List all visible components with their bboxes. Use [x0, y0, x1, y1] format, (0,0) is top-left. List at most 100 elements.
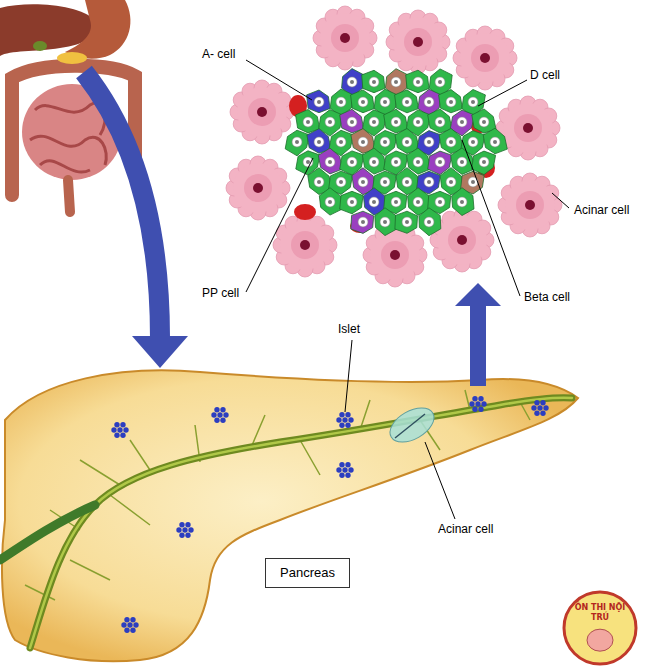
- islet-cell-drawing: [479, 117, 489, 127]
- leader-line: [478, 80, 527, 106]
- acinar-cell-drawing: [237, 87, 287, 137]
- acinar-cell-drawing: [244, 174, 272, 202]
- islet-dot-cluster: [342, 417, 347, 422]
- islet-cell-drawing: [347, 77, 357, 87]
- acinar-cell-drawing: [363, 223, 427, 287]
- islet-dot-cluster: [540, 410, 545, 415]
- islet-dot-cluster: [348, 417, 353, 422]
- islet-cell-drawing: [413, 77, 423, 87]
- islet-cell-drawing: [406, 70, 429, 93]
- islet-dot-cluster: [348, 467, 353, 472]
- islet-dot-cluster: [220, 407, 225, 412]
- pancreatic-duct: [0, 505, 95, 560]
- islet-cell-drawing: [351, 211, 374, 233]
- islet-cell-drawing: [419, 208, 441, 236]
- islet-cell-drawing: [358, 217, 368, 227]
- islet-cell-drawing: [395, 211, 418, 233]
- acinar-cell-drawing: [386, 10, 450, 74]
- islet-cell-drawing: [372, 120, 376, 124]
- islet-dot-cluster: [336, 467, 341, 472]
- islet-cell-drawing: [395, 211, 418, 233]
- logo-circle: [564, 592, 636, 664]
- islet-cell-drawing: [435, 197, 445, 207]
- islet-cell-drawing: [391, 197, 401, 207]
- islet-cell-drawing: [394, 120, 398, 124]
- islet-dot-cluster: [211, 412, 216, 417]
- acinar-cell-drawing: [340, 33, 350, 43]
- islet-dot-cluster: [120, 422, 125, 427]
- acinar-cell-drawing: [457, 235, 467, 245]
- islet-cell-drawing: [394, 160, 398, 164]
- magnified-acinus: [384, 401, 440, 449]
- islet-cell-drawing: [328, 120, 332, 124]
- leader-line: [246, 60, 312, 100]
- islet-cell-drawing: [449, 140, 453, 144]
- zoom-arrow: [84, 72, 501, 386]
- acinar-cell-drawing: [480, 53, 490, 63]
- islet-cell-drawing: [296, 110, 320, 133]
- islet-cell-drawing: [372, 160, 376, 164]
- pancreatic-duct: [0, 390, 572, 648]
- islet-dot-cluster: [117, 427, 122, 432]
- islet-dot-cluster: [130, 617, 135, 622]
- zoom-arrow: [132, 336, 188, 368]
- logo-figure: [587, 629, 613, 651]
- islet-dot-cluster: [127, 622, 132, 627]
- islet-dot-cluster: [534, 410, 539, 415]
- islet-dot-cluster: [124, 627, 129, 632]
- islet-cell-drawing: [306, 120, 310, 124]
- islet-dot-cluster: [214, 417, 219, 422]
- islet-dot-cluster: [120, 432, 125, 437]
- leader-line: [425, 442, 455, 519]
- cell-label: PP cell: [200, 286, 241, 300]
- islet-label: Islet: [336, 322, 362, 336]
- islet-dot-cluster: [531, 405, 536, 410]
- acinar-cell-drawing: [291, 231, 319, 259]
- islet-cell-drawing: [405, 100, 409, 104]
- islet-cell-drawing: [468, 137, 478, 147]
- islet-cell-drawing: [427, 180, 431, 184]
- islet-cell-drawing: [296, 110, 320, 133]
- node-text: ÔN THI NỘI TRÚ: [573, 603, 627, 623]
- acinar-cell-drawing: [331, 24, 359, 52]
- islet-cell-drawing: [339, 180, 343, 184]
- islet-cell-drawing: [328, 160, 332, 164]
- islet-dot-cluster: [534, 400, 539, 405]
- islet-cell-drawing: [384, 109, 408, 133]
- islet-cell-drawing: [402, 97, 412, 107]
- islet-cell-drawing: [424, 177, 434, 187]
- islet-cell-drawing: [435, 77, 445, 87]
- islet-dot-cluster: [179, 532, 184, 537]
- islet-cell-drawing: [336, 177, 346, 187]
- acinar-cell-drawing: [370, 230, 420, 280]
- islet-dot-cluster: [472, 406, 477, 411]
- islet-cell-drawing: [369, 117, 379, 127]
- islet-dot-cluster: [111, 396, 548, 633]
- islet-cell-drawing: [438, 160, 442, 164]
- islet-red-cells: [294, 204, 316, 220]
- islet-cell-drawing: [471, 180, 475, 184]
- islet-cell-drawing: [347, 117, 357, 127]
- acinar-cell-drawing: [453, 26, 517, 90]
- islet-cell-drawing: [314, 177, 324, 187]
- islet-dot-cluster: [336, 417, 341, 422]
- acinar-cell-drawing: [300, 240, 310, 250]
- islet-cell-drawing: [347, 197, 357, 207]
- acinar-cell-drawing: [226, 6, 562, 287]
- islet-dot-cluster: [345, 412, 350, 417]
- islet-cell-drawing: [351, 90, 375, 113]
- islet-cell-drawing: [285, 69, 507, 236]
- islet-cell-drawing: [446, 97, 456, 107]
- islet-dot-cluster: [176, 527, 181, 532]
- islet-cell-drawing: [416, 80, 420, 84]
- islet-cell-drawing: [471, 100, 475, 104]
- acinar-cell-drawing: [525, 200, 535, 210]
- islet-cell-drawing: [317, 140, 321, 144]
- islet-cell-drawing: [416, 200, 420, 204]
- acinar-cell-drawing: [448, 226, 476, 254]
- islet-dot-cluster: [543, 405, 548, 410]
- islet-cell-drawing: [391, 157, 401, 167]
- acinar-cell-drawing: [381, 241, 409, 269]
- islet-cell-drawing: [383, 100, 387, 104]
- acinar-cell-drawing: [437, 215, 487, 265]
